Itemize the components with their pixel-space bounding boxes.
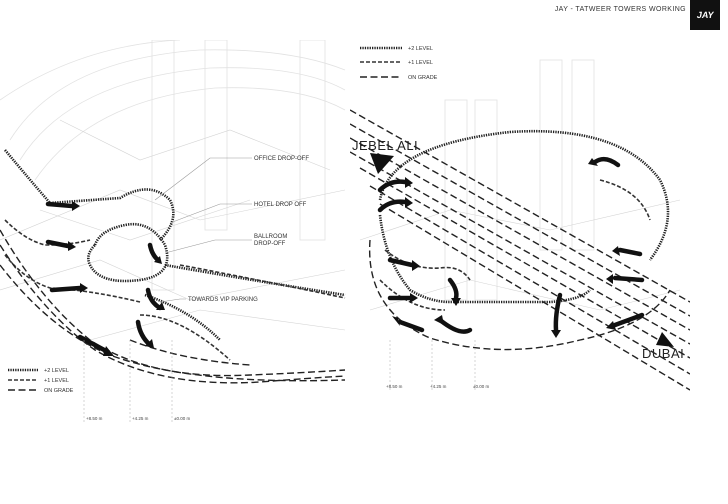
header-title: JAY - TATWEER TOWERS WORKING — [554, 6, 686, 13]
legend-plus2: +2 LEVEL — [44, 368, 69, 374]
flow-arrows — [377, 156, 645, 338]
level-plus1-routes — [379, 179, 651, 311]
level-0-00: ±0.00 m — [174, 416, 190, 421]
legend-plus2: +2 LEVEL — [408, 46, 433, 52]
level-0-00: ±0.00 m — [473, 384, 489, 389]
level-plus1-routes — [4, 219, 346, 361]
legend-plus1: +1 LEVEL — [408, 60, 433, 66]
legend-on-grade: ON GRADE — [408, 75, 438, 81]
level-4-25: +4.25 m — [132, 416, 149, 421]
office-drop-off-label: OFFICE DROP-OFF — [254, 156, 309, 162]
hotel-drop-off-label: HOTEL DROP OFF — [254, 202, 307, 208]
legend: +2 LEVEL +1 LEVEL ON GRADE — [8, 368, 74, 394]
level-markers: +8.50 m +4.25 m ±0.00 m — [83, 340, 190, 422]
jebel-ali-label: JEBEL ALI — [352, 138, 418, 153]
jay-logo-icon: JAY — [690, 0, 720, 30]
legend-on-grade: ON GRADE — [44, 388, 74, 394]
left-circulation-diagram: OFFICE DROP-OFF HOTEL DROP OFF BALLROOM … — [0, 40, 346, 422]
background-architecture — [359, 59, 681, 311]
level-markers: +8.50 m +4.25 m ±0.00 m — [386, 340, 489, 392]
ballroom-drop-off-label: DROP-OFF — [254, 241, 286, 247]
on-grade-routes — [0, 229, 346, 384]
vip-parking-label: TOWARDS VIP PARKING — [188, 297, 258, 303]
level-8-50: +8.50 m — [386, 384, 403, 389]
direction-arrow-icon — [370, 153, 674, 347]
legend: +2 LEVEL +1 LEVEL ON GRADE — [360, 46, 438, 81]
level-plus2-routes — [4, 149, 346, 341]
on-grade-routes — [368, 239, 671, 351]
level-plus2-routes — [378, 129, 670, 304]
level-4-25: +4.25 m — [430, 384, 447, 389]
ballroom-label: BALLROOM — [254, 234, 287, 240]
callout-leaders — [154, 157, 252, 303]
flow-arrows — [45, 201, 165, 356]
level-8-50: +8.50 m — [86, 416, 103, 421]
right-circulation-diagram: +2 LEVEL +1 LEVEL ON GRADE — [350, 46, 690, 392]
dubai-label: DUBAI — [642, 346, 684, 361]
legend-plus1: +1 LEVEL — [44, 378, 69, 384]
background-architecture — [0, 40, 346, 341]
